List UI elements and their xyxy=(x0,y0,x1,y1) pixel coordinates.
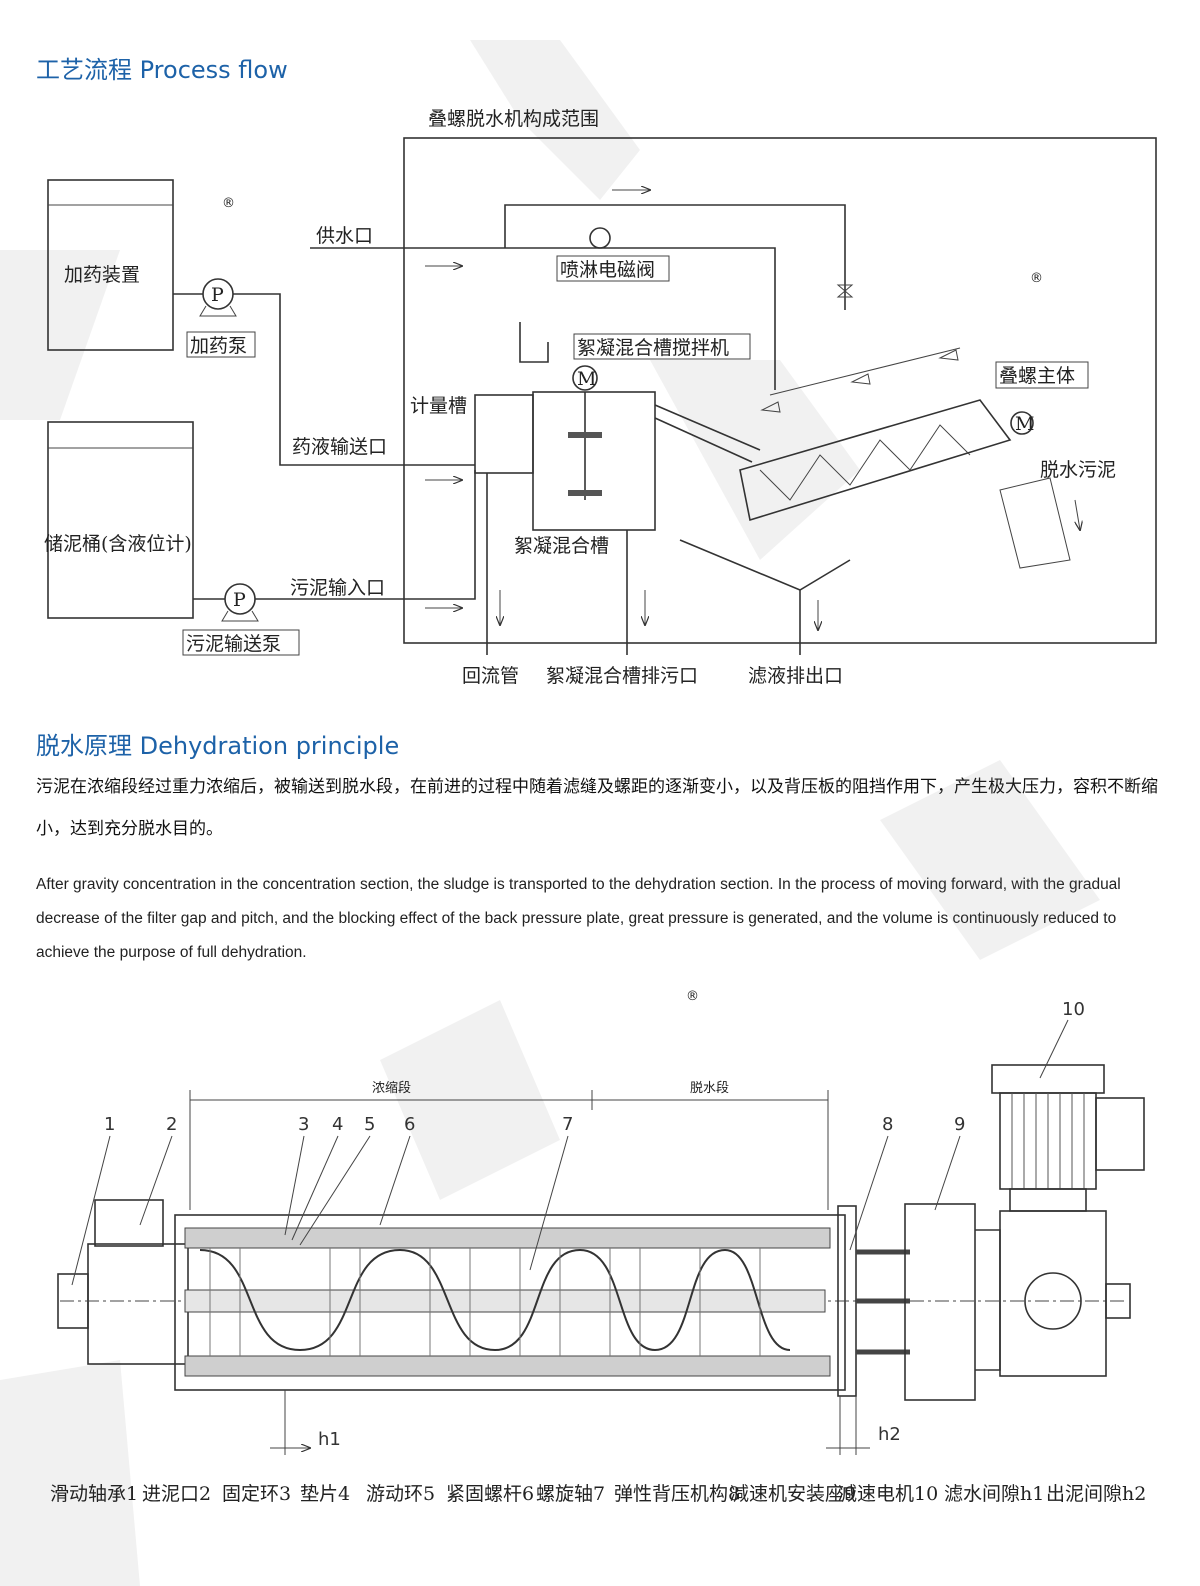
flocc-drain-label: 絮凝混合槽排污口 xyxy=(546,665,698,687)
watermark-shapes xyxy=(0,40,1100,1586)
legend-8: 弹性背压机构8 xyxy=(614,1483,740,1505)
mixer-label: 絮凝混合槽搅拌机 xyxy=(577,337,729,359)
screw-shaft xyxy=(184,1289,826,1313)
sludge-inlet-label: 污泥输入口 xyxy=(290,577,385,599)
dehydration-text-cn: 污泥在浓缩段经过重力浓缩后，被输送到脱水段，在前进的过程中随着滤缝及螺距的逐渐变… xyxy=(36,777,1158,839)
storage-tank xyxy=(47,421,194,619)
gap-h2-label: h2 xyxy=(878,1424,901,1445)
callout-4: 4 xyxy=(332,1114,343,1135)
legend-h2: 出泥间隙h2 xyxy=(1046,1483,1146,1505)
legend-7: 螺旋轴7 xyxy=(536,1483,605,1505)
process-flow-diagram: 叠螺脱水机构成范围 加药装置 P 加药泵 供水口 喷淋电磁阀 絮凝混合槽搅拌机 … xyxy=(44,108,1157,687)
callout-7: 7 xyxy=(562,1114,573,1135)
gear-reducer xyxy=(999,1210,1107,1377)
callout-3: 3 xyxy=(298,1114,309,1135)
storage-tank-label: 储泥桶(含液位计) xyxy=(44,533,192,555)
process-flow-title: 工艺流程 Process flow xyxy=(36,56,288,84)
filtrate-outlet-label: 滤液排出口 xyxy=(748,665,843,687)
callout-9: 9 xyxy=(954,1114,965,1135)
dewatered-sludge-label: 脱水污泥 xyxy=(1040,459,1116,481)
metering-tank xyxy=(474,394,534,474)
screw-barrel xyxy=(174,1214,846,1391)
sludge-pump-symbol: P xyxy=(233,589,246,611)
flocc-tank-label: 絮凝混合槽 xyxy=(514,535,609,557)
spray-valve-icon xyxy=(589,227,611,249)
legend-h1: 滤水间隙h1 xyxy=(944,1483,1044,1505)
legend-2: 进泥口2 xyxy=(142,1483,211,1505)
motor-top xyxy=(991,1064,1105,1094)
screw-motor-symbol: M xyxy=(1015,413,1034,435)
callout-8: 8 xyxy=(882,1114,893,1135)
concentration-section-label: 浓缩段 xyxy=(372,1080,411,1096)
water-inlet-label: 供水口 xyxy=(316,225,373,247)
registered-mark-2: ® xyxy=(1030,271,1043,286)
spiral-flight xyxy=(199,1248,791,1352)
legend-4: 垫片4 xyxy=(300,1483,350,1505)
scope-label: 叠螺脱水机构成范围 xyxy=(428,108,599,130)
legend-10: 减速电机10 xyxy=(838,1483,938,1505)
sludge-pump-label: 污泥输送泵 xyxy=(186,633,281,655)
mixer-motor-symbol: M xyxy=(577,368,596,390)
dosing-device-tank xyxy=(47,179,174,351)
scope-boundary xyxy=(403,137,1157,644)
legend-5: 游动环5 xyxy=(366,1483,435,1505)
legend-6: 紧固螺杆6 xyxy=(446,1483,534,1505)
flocculation-tank xyxy=(532,391,656,531)
legend-9: 减速机安装座9 xyxy=(730,1483,856,1505)
callout-10: 10 xyxy=(1062,999,1085,1020)
legend-3: 固定环3 xyxy=(222,1483,291,1505)
registered-mark-3: ® xyxy=(686,989,699,1004)
gap-h1-label: h1 xyxy=(318,1429,341,1450)
callout-2: 2 xyxy=(166,1114,177,1135)
callout-1: 1 xyxy=(104,1114,115,1135)
mechanical-drawing: 浓缩段 脱水段 xyxy=(57,999,1145,1455)
dehydration-section-label: 脱水段 xyxy=(690,1081,729,1096)
legend-1: 滑动轴承1 xyxy=(50,1483,138,1505)
inlet-hopper xyxy=(94,1199,164,1247)
mixer-motor-icon xyxy=(572,365,598,391)
reducer-mount xyxy=(904,1203,976,1401)
main-body-label: 叠螺主体 xyxy=(999,365,1075,387)
screw-body xyxy=(739,399,1012,522)
dosing-pump-symbol: P xyxy=(211,284,224,306)
metering-tank-label: 计量槽 xyxy=(410,395,467,417)
dosing-pump-label: 加药泵 xyxy=(190,335,247,357)
valve-icon xyxy=(836,284,854,298)
callout-5: 5 xyxy=(364,1114,375,1135)
dosing-device-label: 加药装置 xyxy=(64,264,140,286)
part-legend: 滑动轴承1 进泥口2 固定环3 垫片4 游动环5 紧固螺杆6 螺旋轴7 弹性背压… xyxy=(50,1483,1146,1505)
chem-outlet-label: 药液输送口 xyxy=(292,436,387,458)
registered-mark-1: ® xyxy=(222,196,235,211)
spray-valve-label: 喷淋电磁阀 xyxy=(560,259,655,281)
screw-motor-icon xyxy=(1010,411,1034,435)
callout-6: 6 xyxy=(404,1114,415,1135)
return-pipe-label: 回流管 xyxy=(462,665,519,687)
dehydration-title: 脱水原理 Dehydration principle xyxy=(36,732,400,760)
dehydration-text-en: After gravity concentration in the conce… xyxy=(36,876,1121,961)
